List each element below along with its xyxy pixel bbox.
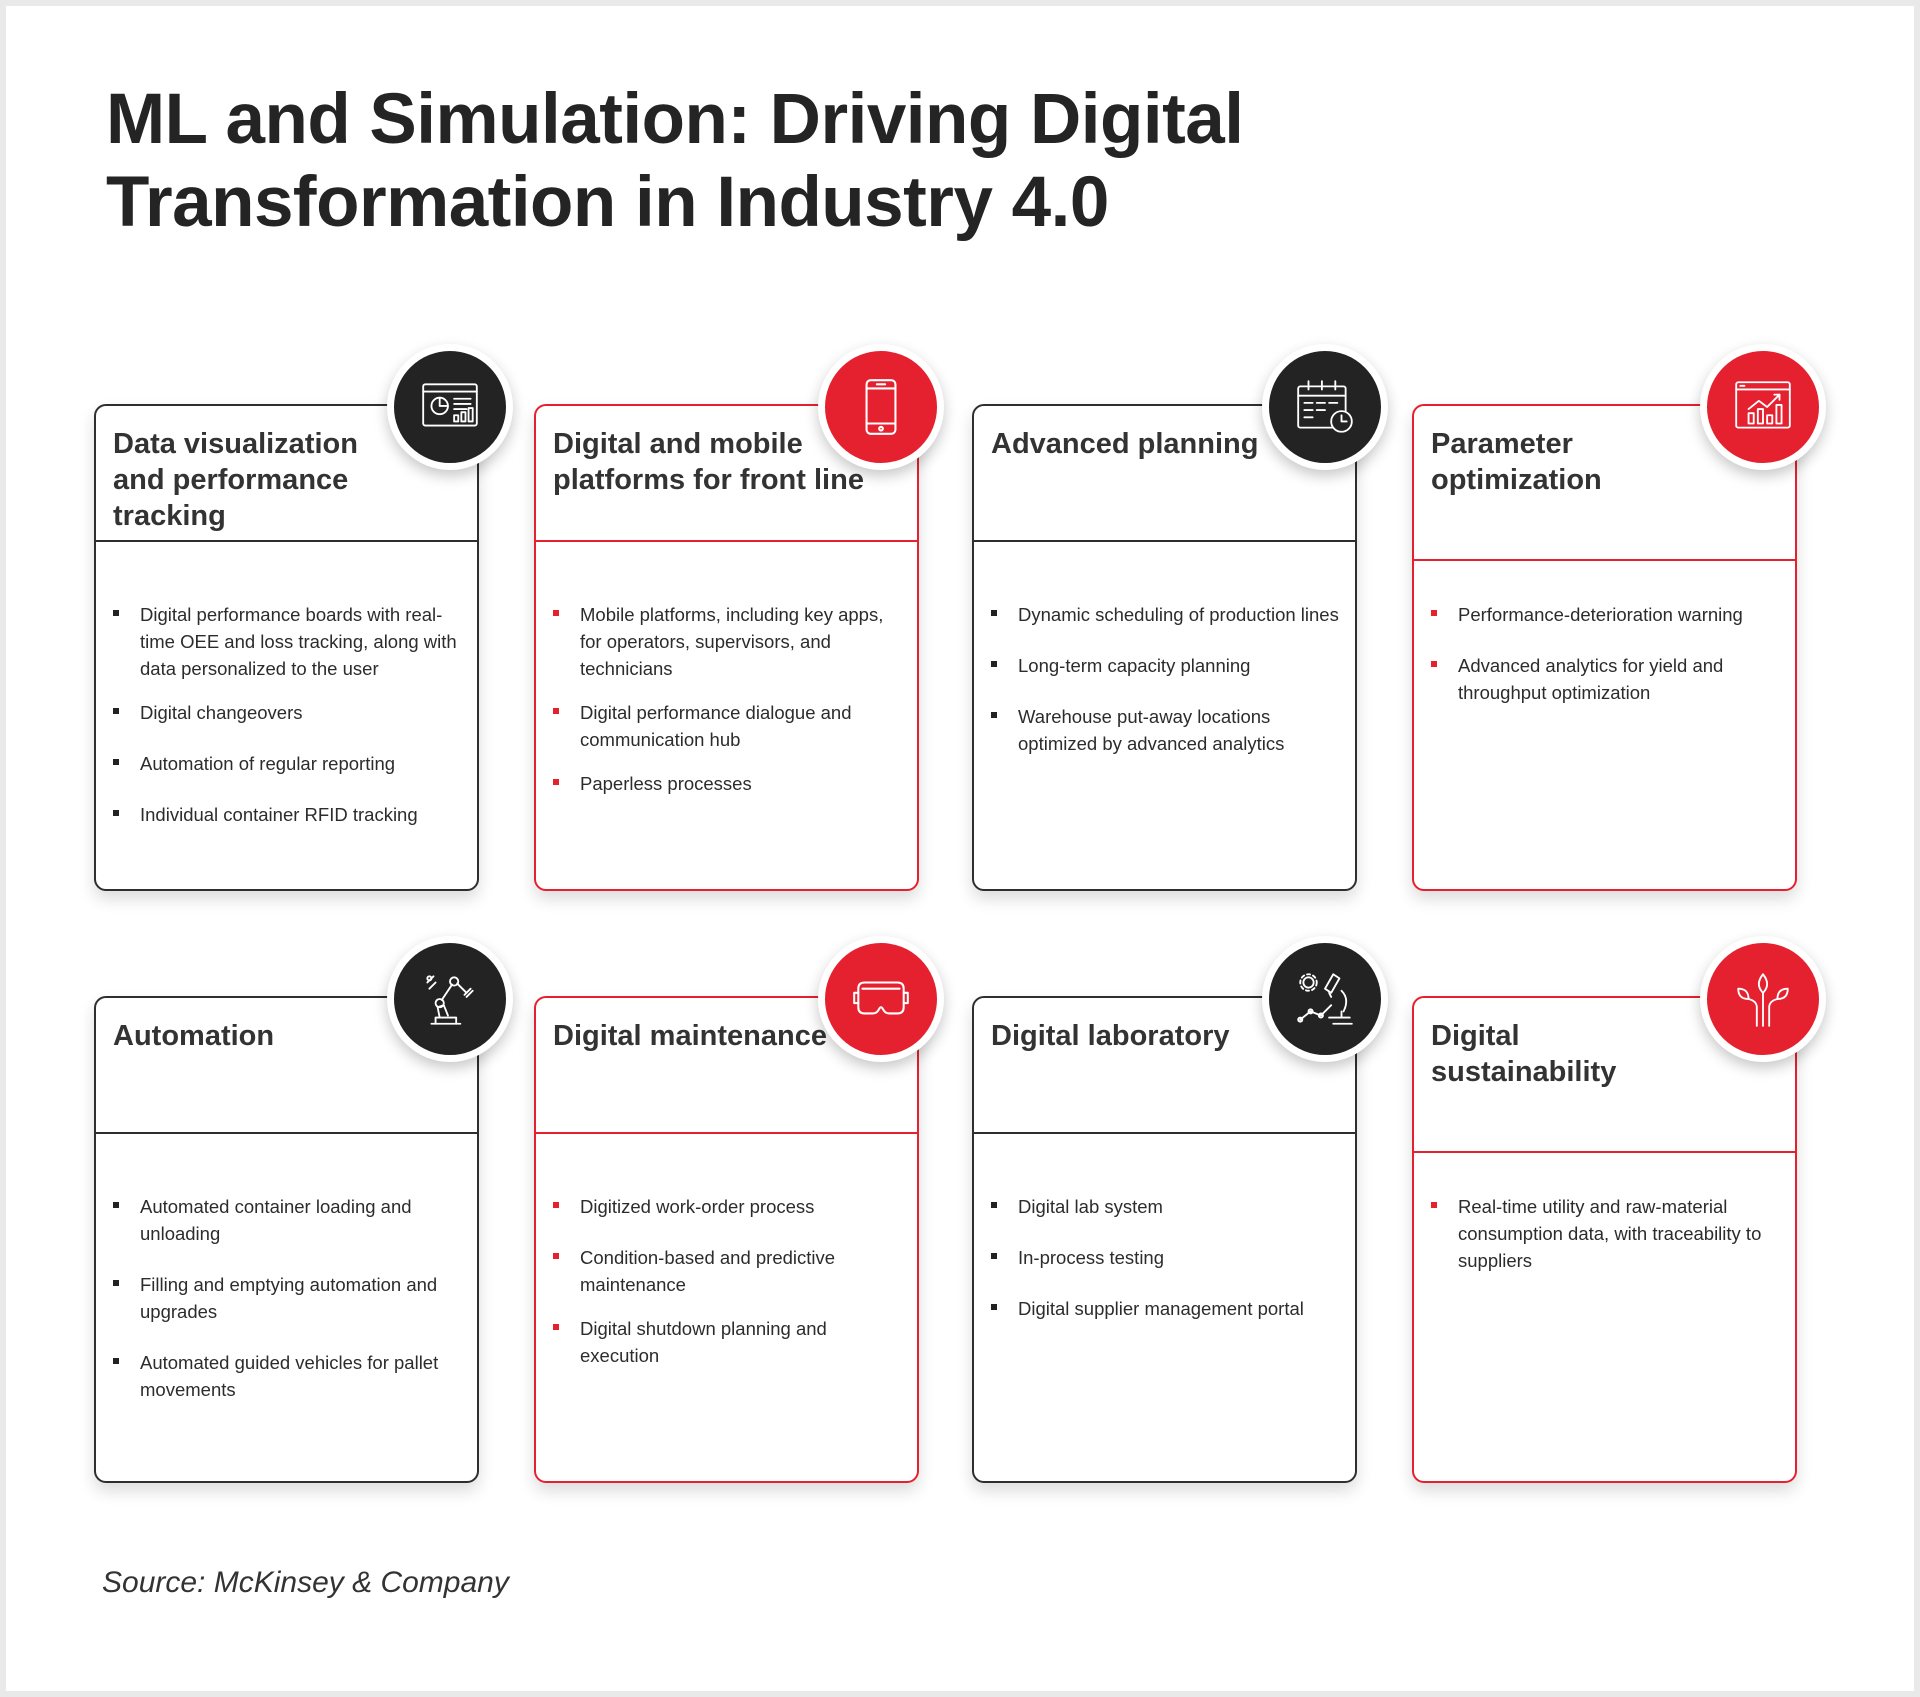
dashboard-chart-icon: [387, 344, 513, 470]
card-title: Parameter optimization: [1431, 428, 1602, 496]
list-item: Digital changeovers: [113, 699, 461, 726]
bullet-list: Mobile platforms, including key apps, fo…: [553, 601, 901, 797]
card-header: Advanced planning: [974, 406, 1355, 542]
card-title: Automation: [113, 1020, 275, 1052]
list-item: Warehouse put-away locations optimized b…: [991, 703, 1339, 757]
bullet-list: Real-time utility and raw-material consu…: [1431, 1193, 1779, 1274]
card-header: Digital sustainability: [1414, 998, 1795, 1153]
list-item: Automated guided vehicles for pallet mov…: [113, 1349, 461, 1403]
bullet-list: Dynamic scheduling of production lines L…: [991, 601, 1339, 757]
card-header: Digital laboratory: [974, 998, 1355, 1134]
card-header: Data visualization and performance track…: [96, 406, 477, 542]
microscope-icon: [1262, 936, 1388, 1062]
list-item: Long-term capacity planning: [991, 652, 1339, 679]
list-item: Digital performance dialogue and communi…: [553, 699, 901, 753]
list-item: Digital shutdown planning and execution: [553, 1315, 901, 1369]
vr-headset-icon: [818, 936, 944, 1062]
card-digital-mobile-platforms: Digital and mobile platforms for front l…: [534, 404, 919, 891]
bullet-list: Automated container loading and unloadin…: [113, 1193, 461, 1403]
card-digital-sustainability: Digital sustainability Real-time utility…: [1412, 996, 1797, 1483]
card-digital-maintenance: Digital maintenance Digitized work-order…: [534, 996, 919, 1483]
card-header: Digital maintenance: [536, 998, 917, 1134]
bullet-list: Digital performance boards with real-tim…: [113, 601, 461, 828]
list-item: Automation of regular reporting: [113, 750, 461, 777]
card-header: Digital and mobile platforms for front l…: [536, 406, 917, 542]
growth-chart-icon: [1700, 344, 1826, 470]
card-title: Digital laboratory: [991, 1020, 1230, 1052]
list-item: Digitized work-order process: [553, 1193, 901, 1220]
card-header: Parameter optimization: [1414, 406, 1795, 561]
list-item: Mobile platforms, including key apps, fo…: [553, 601, 901, 682]
list-item: Performance-deterioration warning: [1431, 601, 1779, 628]
list-item: Individual container RFID tracking: [113, 801, 461, 828]
card-advanced-planning: Advanced planning Dynamic scheduling of …: [972, 404, 1357, 891]
list-item: In-process testing: [991, 1244, 1339, 1271]
card-title: Digital and mobile platforms for front l…: [553, 428, 864, 496]
list-item: Paperless processes: [553, 770, 901, 797]
card-title: Data visualization and performance track…: [113, 428, 358, 532]
card-digital-laboratory: Digital laboratory Digital lab system In…: [972, 996, 1357, 1483]
list-item: Digital lab system: [991, 1193, 1339, 1220]
bullet-list: Digitized work-order process Condition-b…: [553, 1193, 901, 1369]
list-item: Real-time utility and raw-material consu…: [1431, 1193, 1779, 1274]
card-data-visualization: Data visualization and performance track…: [94, 404, 479, 891]
robot-arm-icon: [387, 936, 513, 1062]
list-item: Dynamic scheduling of production lines: [991, 601, 1339, 628]
card-title: Digital maintenance: [553, 1020, 827, 1052]
card-header: Automation: [96, 998, 477, 1134]
page-title: ML and Simulation: Driving Digital Trans…: [106, 80, 1244, 242]
list-item: Digital supplier management portal: [991, 1295, 1339, 1322]
list-item: Filling and emptying automation and upgr…: [113, 1271, 461, 1325]
list-item: Advanced analytics for yield and through…: [1431, 652, 1779, 706]
card-title: Advanced planning: [991, 428, 1259, 460]
list-item: Automated container loading and unloadin…: [113, 1193, 461, 1247]
card-title: Digital sustainability: [1431, 1020, 1617, 1088]
bullet-list: Digital lab system In-process testing Di…: [991, 1193, 1339, 1322]
list-item: Condition-based and predictive maintenan…: [553, 1244, 901, 1298]
calendar-clock-icon: [1262, 344, 1388, 470]
list-item: Digital performance boards with real-tim…: [113, 601, 461, 682]
bullet-list: Performance-deterioration warning Advanc…: [1431, 601, 1779, 706]
plant-sprout-icon: [1700, 936, 1826, 1062]
source-note: Source: McKinsey & Company: [102, 1566, 509, 1599]
infographic-canvas: ML and Simulation: Driving Digital Trans…: [6, 6, 1914, 1691]
card-automation: Automation Automated container loading a…: [94, 996, 479, 1483]
smartphone-icon: [818, 344, 944, 470]
card-parameter-optimization: Parameter optimization Performance-deter…: [1412, 404, 1797, 891]
